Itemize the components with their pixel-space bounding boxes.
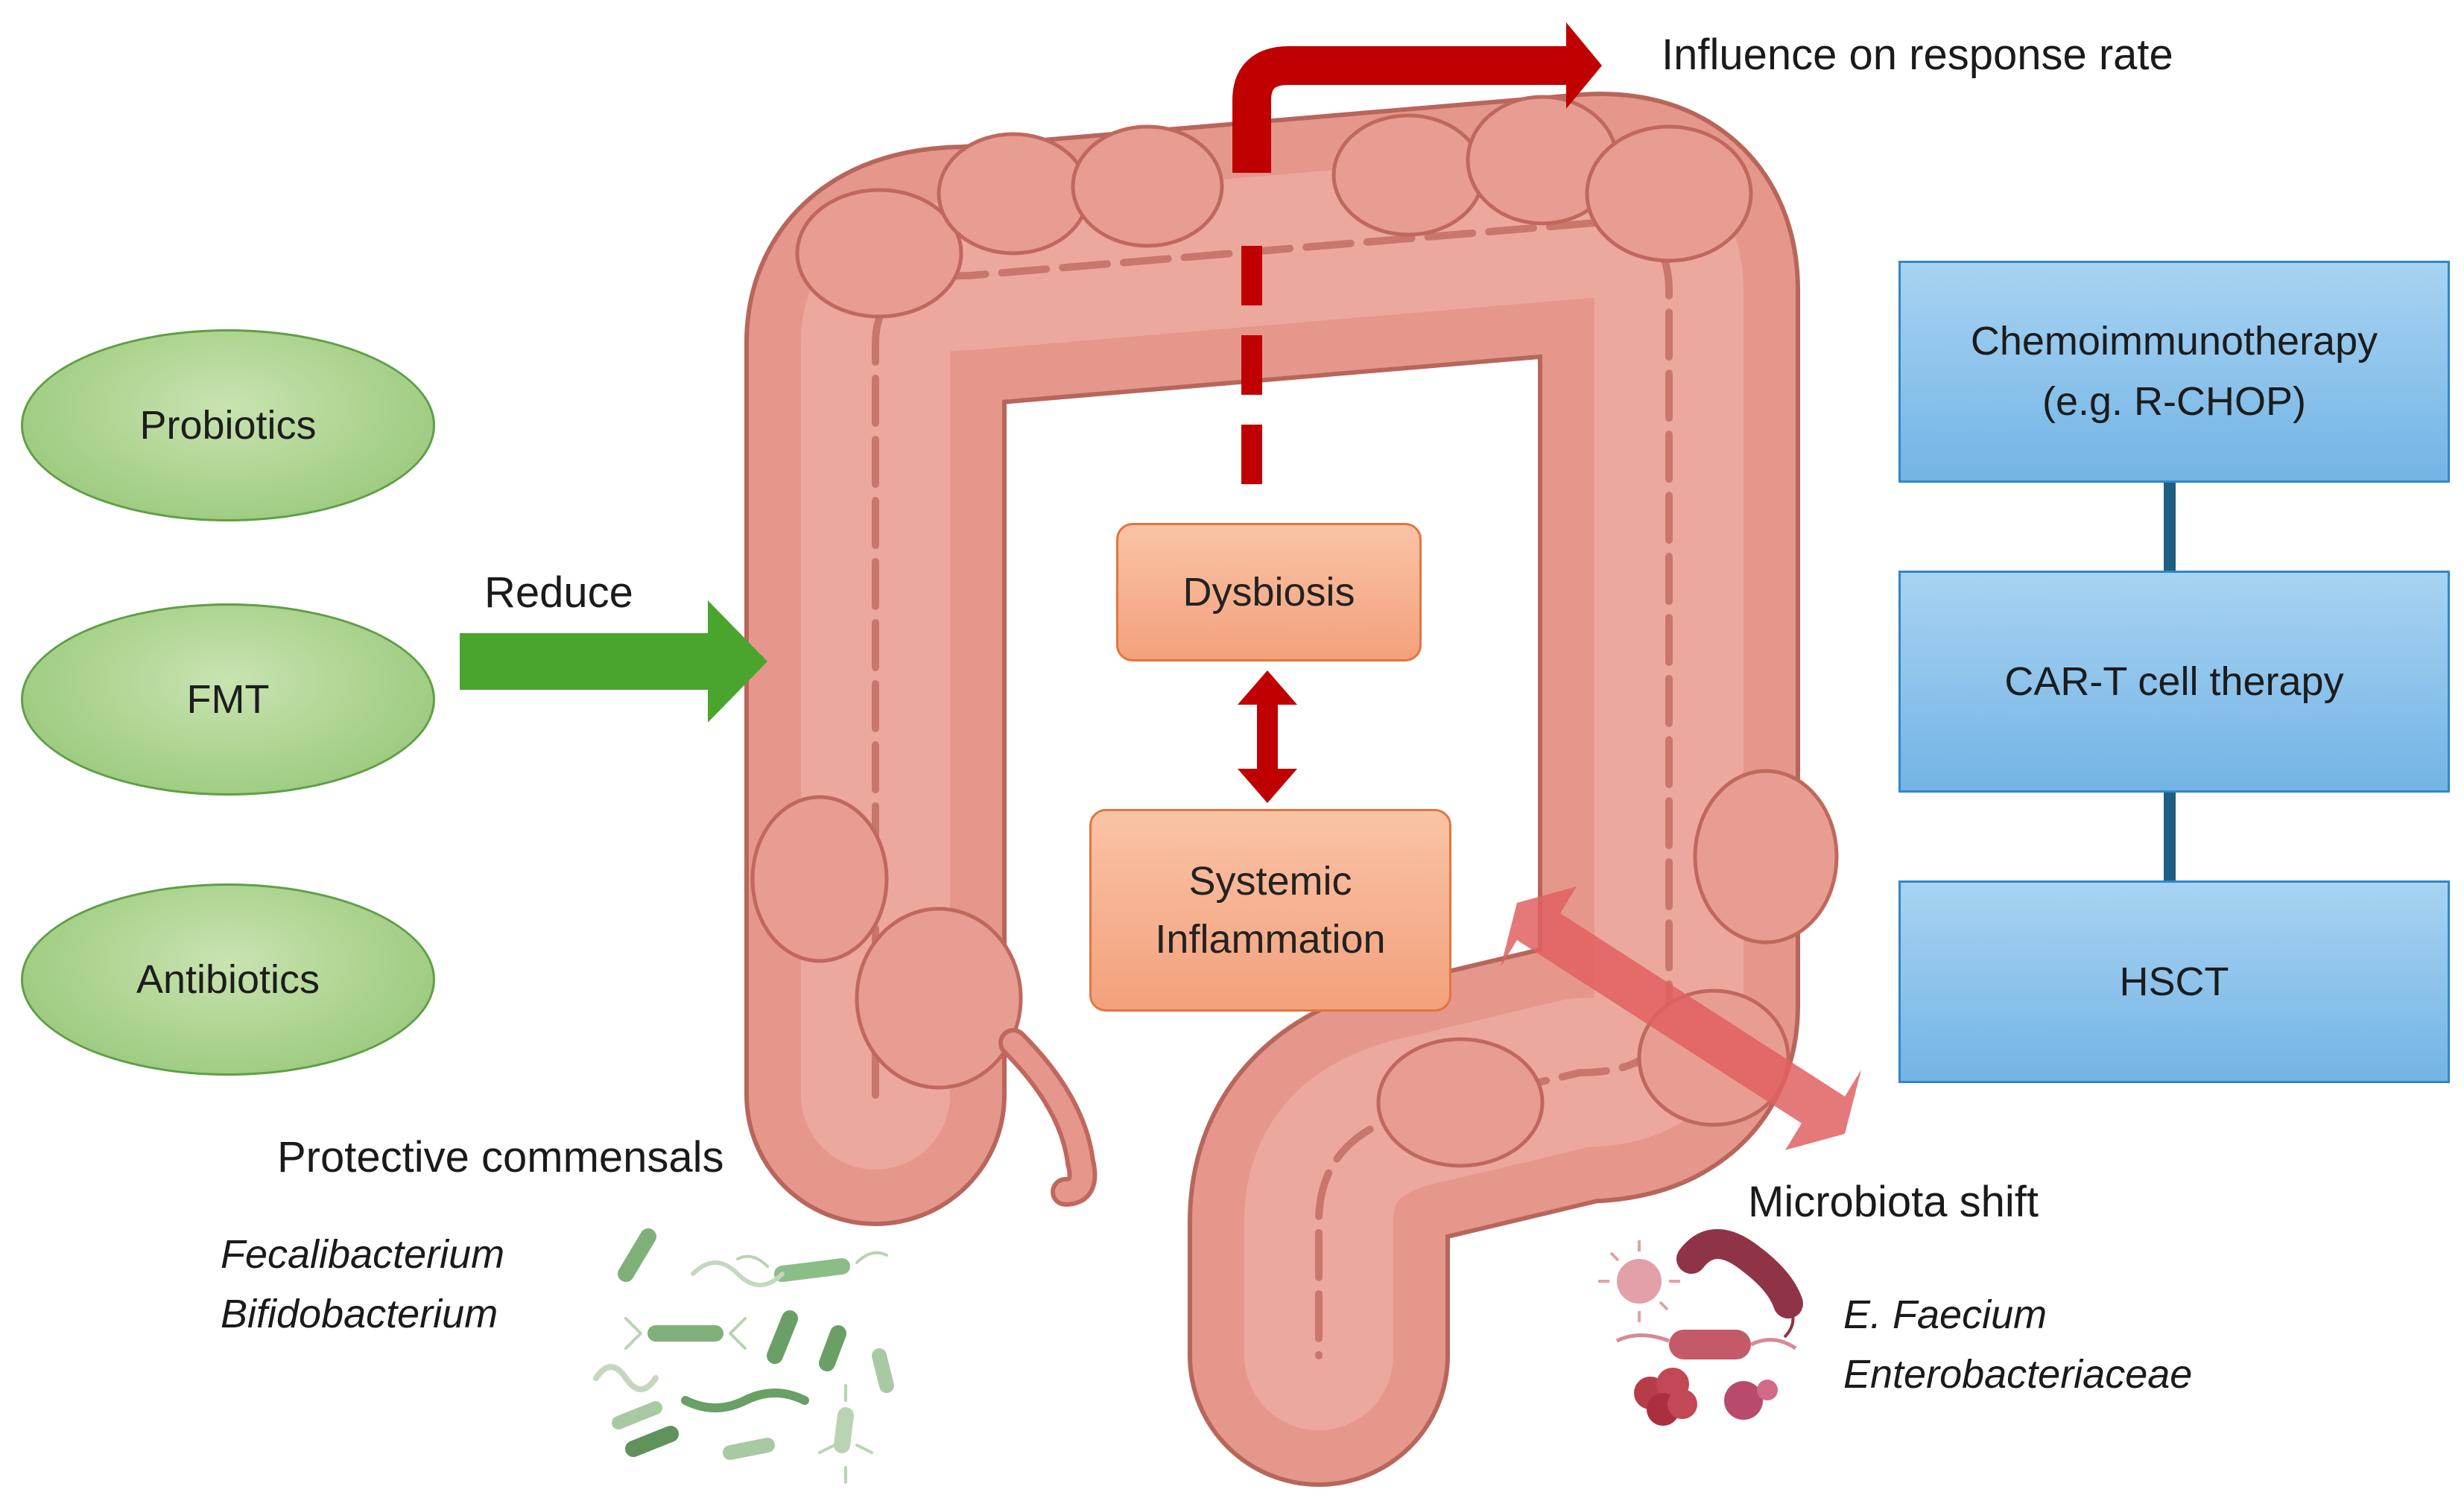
inflammation-line2: Inflammation <box>1155 917 1386 962</box>
hsct-box: HSCT <box>1898 880 2450 1083</box>
chemo-line1: Chemoimmunotherapy <box>1970 319 2378 364</box>
antibiotics-ellipse: Antibiotics <box>21 883 435 1076</box>
dysbiosis-label: Dysbiosis <box>1182 569 1355 615</box>
response-rate-arrow-head <box>1566 22 1602 109</box>
car-t-label: CAR-T cell therapy <box>2004 659 2344 704</box>
probiotics-ellipse: Probiotics <box>21 329 435 521</box>
car-t-box: CAR-T cell therapy <box>1898 571 2450 793</box>
therapy-connector-1 <box>2164 483 2176 571</box>
microbiota-shift-title: Microbiota shift <box>1748 1178 2039 1226</box>
fecalibacterium-label: Fecalibacterium <box>221 1232 505 1277</box>
reduce-arrow <box>460 600 767 723</box>
pathogen-bacteria-icon <box>1598 1229 1803 1426</box>
reduce-label: Reduce <box>484 568 633 617</box>
hsct-label: HSCT <box>2119 959 2229 1004</box>
dysbiosis-box: Dysbiosis <box>1116 523 1422 661</box>
therapy-connector-2 <box>2164 793 2176 880</box>
dysbiosis-inflammation-arrow-down <box>1238 769 1297 803</box>
response-rate-arrow <box>1232 46 1568 173</box>
enterobacteriaceae-label: Enterobacteriaceae <box>1843 1352 2193 1397</box>
fmt-ellipse: FMT <box>21 603 435 796</box>
chemoimmunotherapy-box: Chemoimmunotherapy (e.g. R-CHOP) <box>1898 261 2450 483</box>
e-faecium-label: E. Faecium <box>1843 1292 2047 1337</box>
probiotics-label: Probiotics <box>139 403 317 448</box>
dysbiosis-inflammation-arrow-up <box>1238 670 1297 705</box>
protective-commensals-title: Protective commensals <box>277 1133 724 1181</box>
commensal-bacteria-icon <box>593 1228 894 1484</box>
dysbiosis-inflammation-arrow-shaft <box>1257 699 1278 775</box>
microbiota-shift-arrow <box>1501 886 1861 1150</box>
fmt-label: FMT <box>186 677 270 722</box>
chemo-line2: (e.g. R-CHOP) <box>2042 379 2307 424</box>
colon-haustra <box>750 95 1839 1168</box>
inflammation-line1: Systemic <box>1188 858 1352 904</box>
systemic-inflammation-box: Systemic Inflammation <box>1089 809 1451 1012</box>
response-rate-label: Influence on response rate <box>1662 31 2173 79</box>
antibiotics-label: Antibiotics <box>136 957 320 1002</box>
bifidobacterium-label: Bifidobacterium <box>221 1292 498 1336</box>
